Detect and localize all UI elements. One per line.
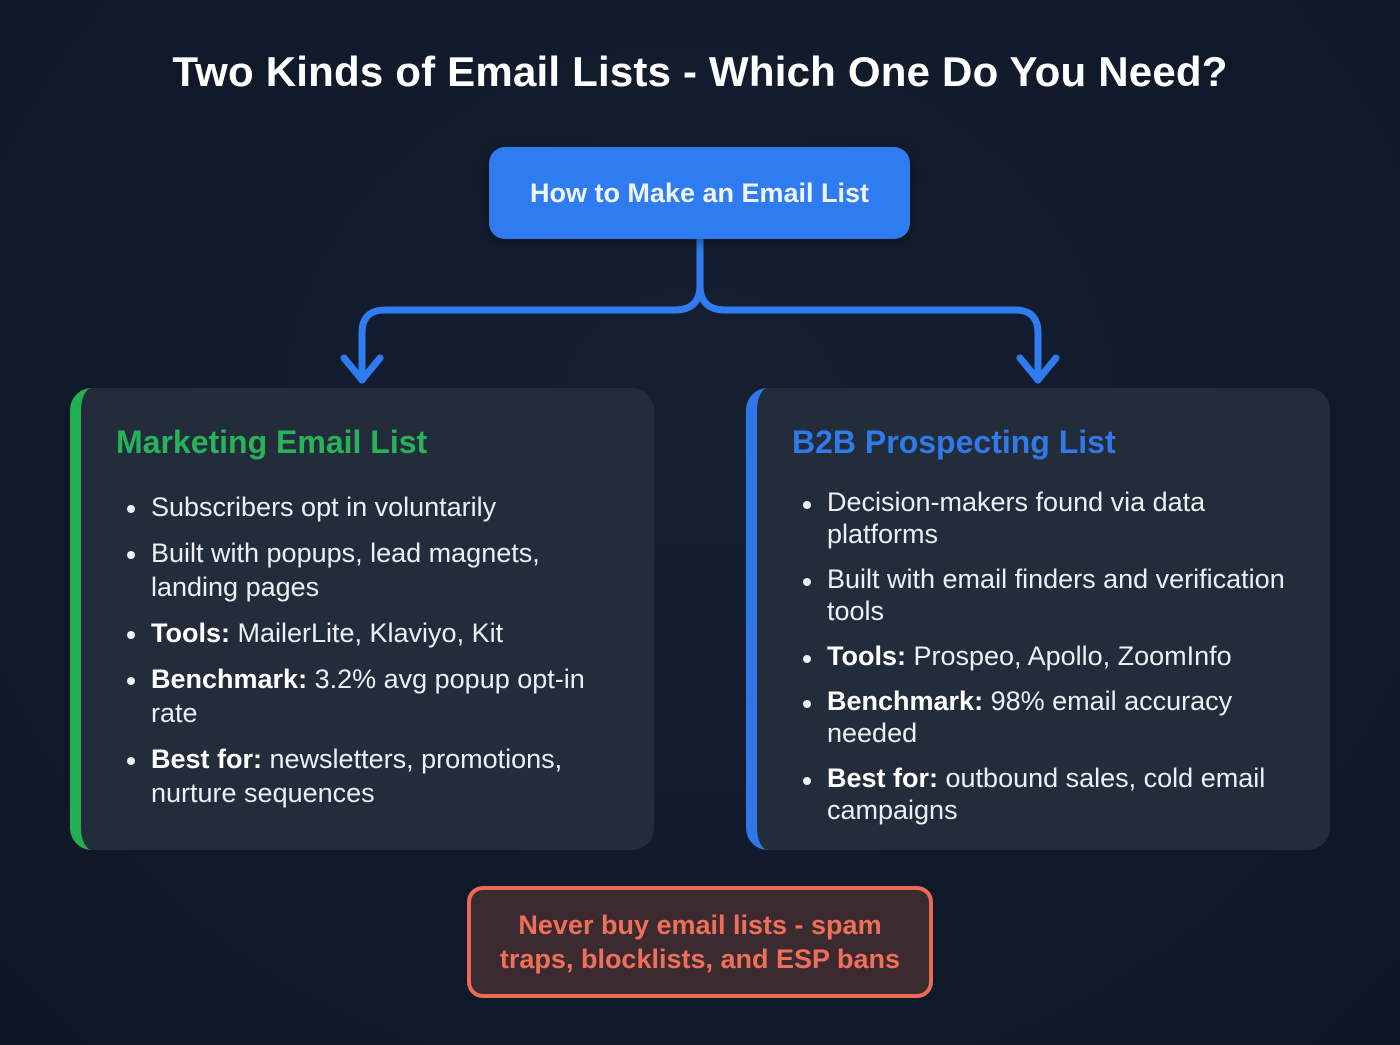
list-item: Best for: newsletters, promotions, nurtu… (127, 742, 621, 810)
bullet-list: Decision-makers found via data platforms… (803, 486, 1297, 839)
b2b-prospecting-list-card: B2B Prospecting List Decision-makers fou… (746, 388, 1330, 850)
list-item: Best for: outbound sales, cold email cam… (803, 762, 1297, 826)
page-title: Two Kinds of Email Lists - Which One Do … (172, 48, 1228, 95)
list-item: Built with popups, lead magnets, landing… (127, 536, 621, 604)
list-item: Subscribers opt in voluntarily (127, 490, 621, 524)
card-title: B2B Prospecting List (792, 424, 1116, 460)
list-item: Built with email finders and verificatio… (803, 563, 1297, 627)
root-node: How to Make an Email List (489, 147, 910, 239)
warning-box: Never buy email lists - spam traps, bloc… (467, 886, 933, 998)
list-item: Decision-makers found via data platforms (803, 486, 1297, 550)
right-arrowhead-icon (1016, 354, 1060, 384)
right-connector (696, 235, 1042, 384)
list-item: Benchmark: 98% email accuracy needed (803, 685, 1297, 749)
card-title: Marketing Email List (116, 424, 428, 460)
marketing-email-list-card: Marketing Email List Subscribers opt in … (70, 388, 654, 850)
left-connector (358, 235, 704, 384)
left-arrowhead-icon (340, 354, 384, 384)
list-item: Tools: MailerLite, Klaviyo, Kit (127, 616, 621, 650)
list-item: Benchmark: 3.2% avg popup opt-in rate (127, 662, 621, 730)
bullet-list: Subscribers opt in voluntarily Built wit… (127, 490, 621, 822)
list-item: Tools: Prospeo, Apollo, ZoomInfo (803, 640, 1297, 672)
